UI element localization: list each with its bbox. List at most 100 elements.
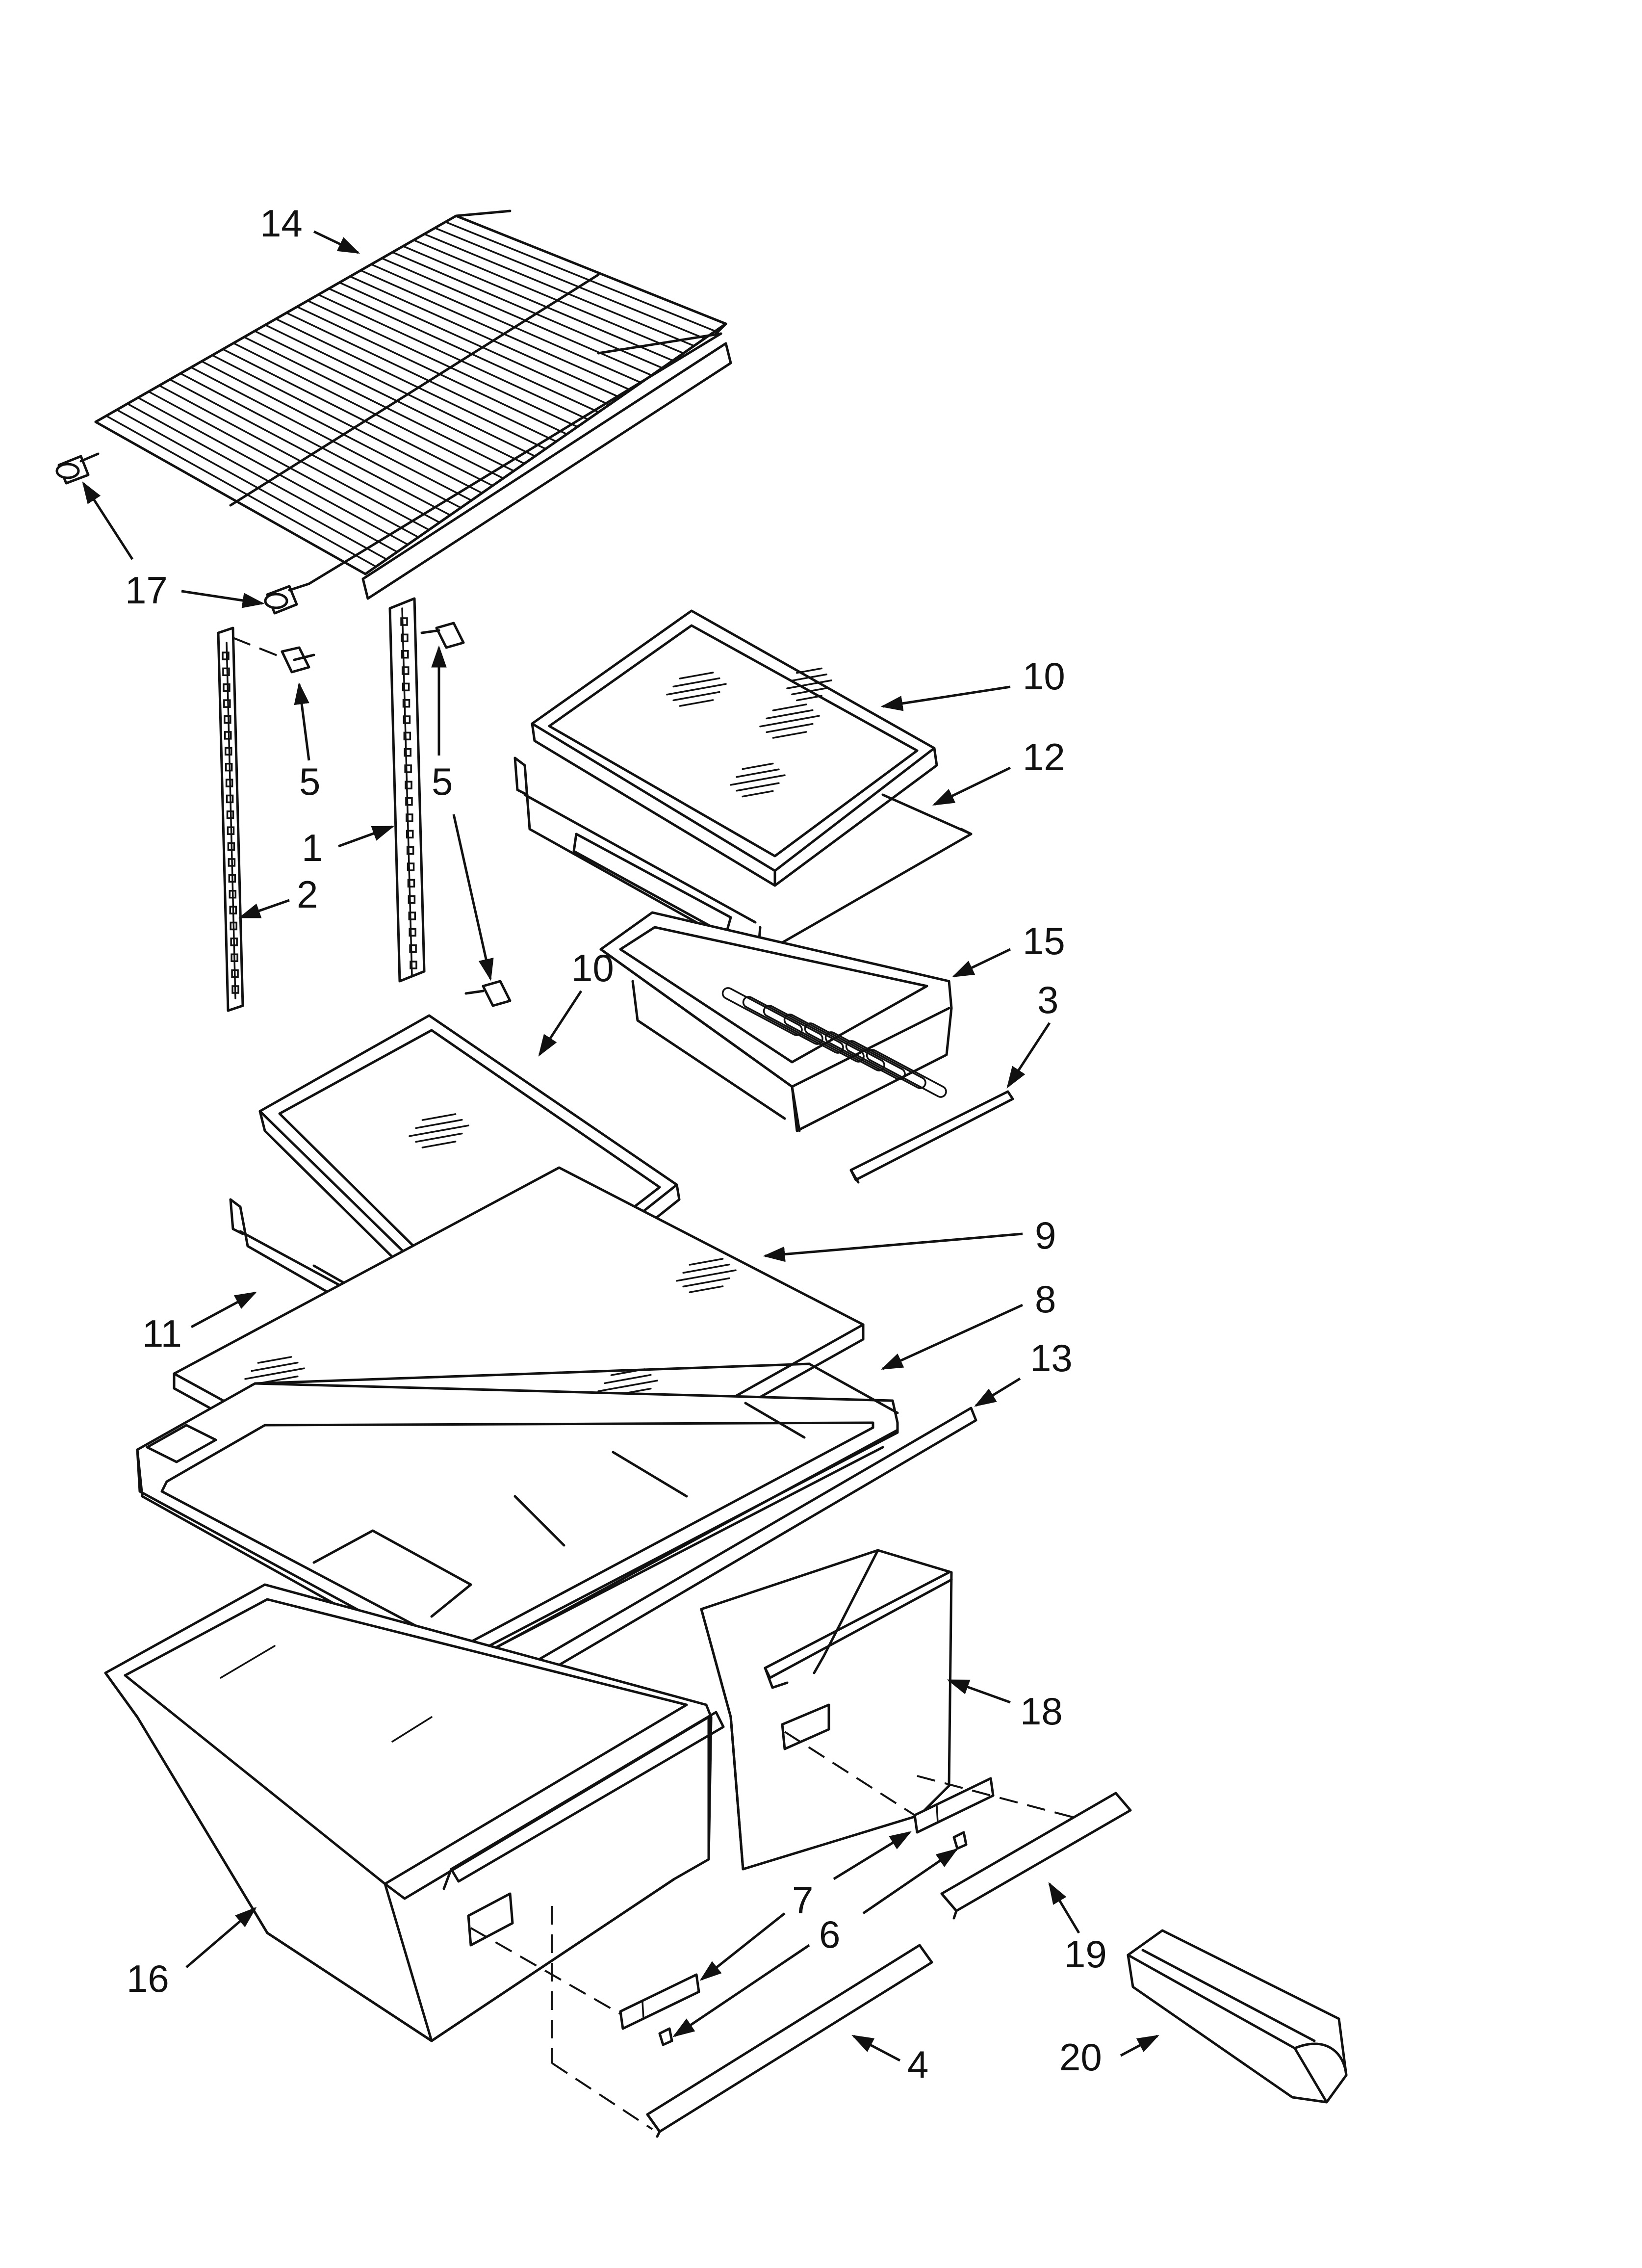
callout-13: 13 [974, 1336, 1073, 1407]
glass-glare [409, 1124, 469, 1137]
rail-slot [409, 944, 417, 953]
drawer-rib [866, 1049, 947, 1098]
callout-12: 12 [932, 735, 1065, 806]
wire-rung [275, 318, 547, 450]
svg-text:1: 1 [302, 826, 323, 869]
glass-glare [796, 667, 822, 674]
shelf-end-cap-right [264, 582, 310, 615]
callout-10-lower: 10 [538, 946, 614, 1057]
rail-slot [226, 810, 234, 819]
svg-text:19: 19 [1064, 1932, 1107, 1976]
wire-rung [328, 287, 600, 413]
glass-glare [689, 1258, 724, 1266]
callout-19: 19 [1048, 1882, 1107, 1976]
glass-shelf-upper [531, 609, 938, 887]
wire-rung [254, 330, 526, 465]
wire-rung [412, 239, 685, 354]
wire-rung [307, 300, 579, 428]
svg-text:20: 20 [1059, 2035, 1102, 2079]
rail-slot [222, 652, 230, 660]
rail-slot [229, 906, 237, 914]
glass-glare [672, 677, 720, 688]
glass-glare [736, 768, 780, 778]
glass-glare [759, 715, 820, 728]
callout-17: 17 [82, 481, 265, 612]
wire-rung [190, 366, 462, 509]
svg-text:6: 6 [819, 1913, 840, 1956]
rail-slot [224, 731, 232, 740]
rail-slot [402, 682, 410, 692]
glass-glare [786, 679, 832, 689]
wire-rung [222, 348, 494, 487]
wire-rung [423, 233, 695, 347]
glass-glare [679, 672, 714, 679]
screw-2 [420, 622, 465, 649]
glass-glare [791, 673, 827, 682]
glass-glare [679, 699, 714, 707]
glass-glare [689, 1285, 724, 1293]
callout-4: 4 [851, 2034, 928, 2086]
crisper-drawer-left [104, 1583, 725, 2042]
crisper-cover-frame [136, 1362, 899, 1672]
svg-text:10: 10 [571, 946, 614, 990]
rail-slot [230, 921, 237, 931]
rail-slot [227, 826, 235, 835]
rail-slot [400, 617, 408, 626]
callout-2: 2 [238, 873, 318, 919]
rail-slot [222, 667, 230, 677]
glass-glare [742, 790, 774, 798]
drawer-trim [849, 1090, 1014, 1184]
glass-glare [672, 691, 720, 702]
rail-slot [401, 650, 409, 659]
callout-5-left: 5 [294, 682, 320, 803]
wire-rung [148, 391, 419, 538]
glass-glare [772, 704, 807, 711]
wire-rung [211, 354, 483, 494]
glass-glare [791, 687, 827, 696]
rail-slot [406, 830, 414, 839]
callout-16: 16 [127, 1907, 257, 2000]
glass-glare [682, 1263, 730, 1274]
drawer-rib [845, 1040, 926, 1089]
rail-slot [406, 846, 414, 855]
glass-glare [772, 731, 807, 739]
glass-glare [244, 1367, 305, 1380]
svg-text:2: 2 [297, 873, 318, 916]
wire-rung [434, 227, 706, 339]
wire-rung [370, 263, 642, 384]
glass-glare [796, 695, 822, 702]
glass-glare [251, 1361, 299, 1372]
rail-slot [407, 862, 415, 871]
drawer-handle-right [940, 1792, 1132, 1920]
rail-slot [402, 699, 410, 708]
glass-glare [415, 1132, 463, 1143]
glass-glare [766, 709, 814, 720]
svg-text:3: 3 [1037, 978, 1058, 1021]
callout-9: 9 [763, 1214, 1056, 1262]
glass-glare [421, 1113, 457, 1121]
shelf-end-cap-left [55, 452, 100, 485]
svg-text:9: 9 [1035, 1214, 1056, 1257]
svg-text:5: 5 [299, 760, 320, 803]
rail-slot [401, 666, 410, 675]
svg-text:16: 16 [127, 1957, 169, 2000]
center-shelf-rail [388, 597, 426, 983]
clip-left [619, 1973, 700, 2046]
wire-rung [296, 306, 568, 435]
callout-15: 15 [951, 919, 1065, 978]
left-shelf-rail [217, 626, 244, 1012]
callout-11: 11 [142, 1291, 257, 1355]
wire-rung [444, 221, 717, 332]
rail-slot [231, 985, 239, 994]
svg-text:10: 10 [1023, 654, 1065, 698]
wire-rung [349, 275, 621, 398]
svg-text:13: 13 [1030, 1336, 1073, 1380]
svg-text:4: 4 [907, 2043, 928, 2086]
rail-slot [408, 912, 416, 920]
wire-rung [137, 396, 409, 546]
wire-rung [180, 372, 451, 516]
wire-rung [95, 421, 366, 575]
rail-slot [223, 683, 231, 692]
svg-text:8: 8 [1035, 1277, 1056, 1321]
